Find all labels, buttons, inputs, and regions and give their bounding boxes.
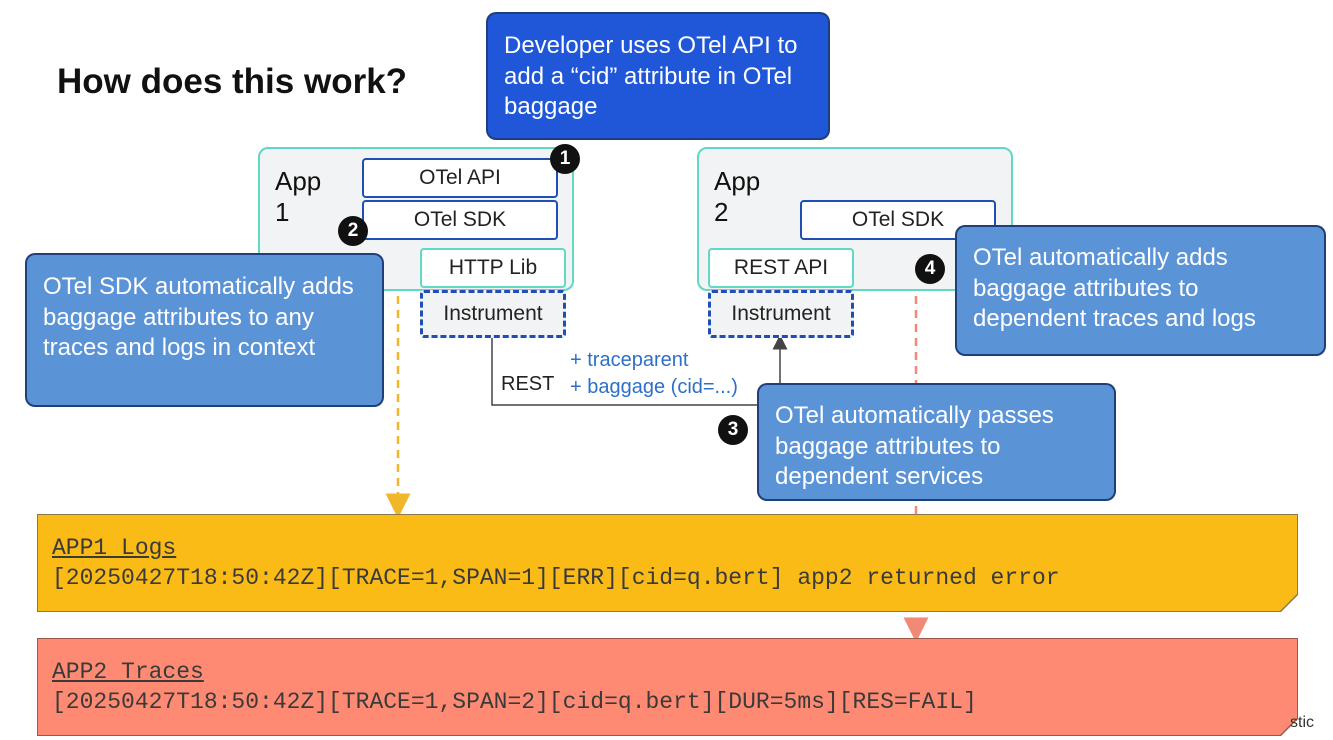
app2-trace-line: [20250427T18:50:42Z][TRACE=1,SPAN=2][cid…: [52, 689, 977, 715]
app2-otel-sdk: OTel SDK: [800, 200, 996, 240]
app2-label: App 2: [714, 166, 761, 227]
traceparent-label: + traceparent: [570, 349, 689, 371]
page-fold-icon: [1280, 718, 1298, 736]
page-title: How does this work?: [57, 62, 408, 101]
step-badge-1: 1: [550, 144, 580, 174]
step-badge-2: 2: [338, 216, 368, 246]
app1-logs-panel: APP1 Logs [20250427T18:50:42Z][TRACE=1,S…: [37, 514, 1298, 612]
callout-passes-baggage: OTel automatically passes baggage attrib…: [759, 385, 1114, 499]
callout-developer-api: Developer uses OTel API to add a “cid” a…: [488, 14, 828, 138]
step-badge-4: 4: [915, 254, 945, 284]
app1-instrument: Instrument: [420, 290, 566, 338]
app2-traces-panel: APP2 Traces [20250427T18:50:42Z][TRACE=1…: [37, 638, 1298, 736]
baggage-label: + baggage (cid=...): [570, 376, 738, 398]
app1-logs-title: APP1 Logs: [52, 535, 177, 561]
app1-http-lib: HTTP Lib: [420, 248, 566, 288]
callout-sdk-adds-baggage: OTel SDK automatically adds baggage attr…: [27, 255, 382, 405]
app2-rest-api: REST API: [708, 248, 854, 288]
app2-instrument: Instrument: [708, 290, 854, 338]
callout-adds-dependent: OTel automatically adds baggage attribut…: [957, 227, 1324, 354]
footer-brand: stic: [1290, 714, 1314, 731]
app1-label: App 1: [275, 166, 322, 227]
rest-call-arrow: [491, 334, 788, 406]
app1-otel-sdk: OTel SDK: [362, 200, 558, 240]
app1-log-line: [20250427T18:50:42Z][TRACE=1,SPAN=1][ERR…: [52, 565, 1060, 591]
app2-traces-title: APP2 Traces: [52, 659, 204, 685]
step-badge-3: 3: [718, 415, 748, 445]
rest-label: REST: [501, 373, 555, 395]
app1-otel-api: OTel API: [362, 158, 558, 198]
page-fold-icon: [1280, 594, 1298, 612]
